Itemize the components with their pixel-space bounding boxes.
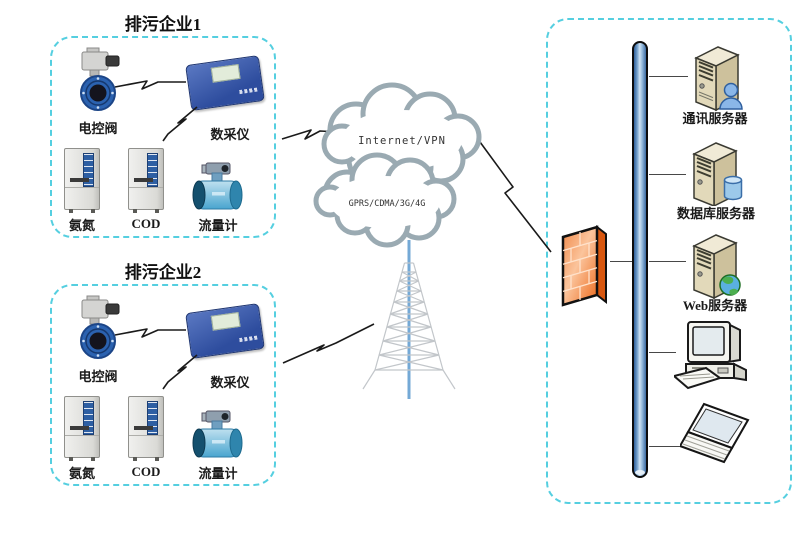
user-icon xyxy=(719,82,743,110)
lightning-link-icon xyxy=(282,323,375,364)
collector-screen xyxy=(210,63,241,83)
comm-server-label: 通讯服务器 xyxy=(682,111,748,126)
web-server-icon xyxy=(692,234,741,300)
internet-cloud-label: Internet/VPN xyxy=(358,135,446,147)
globe-icon xyxy=(719,274,741,296)
flowmeter-label: 流量计 xyxy=(198,466,238,481)
enterprise2-box xyxy=(50,284,276,486)
valve-icon xyxy=(80,295,120,359)
flowmeter-label: 流量计 xyxy=(198,218,238,233)
lightning-link-icon xyxy=(479,141,552,253)
ammonia-label: 氨氮 xyxy=(68,218,95,233)
flow-meter-icon xyxy=(192,162,243,210)
connector-line xyxy=(649,261,686,262)
cod-label: COD xyxy=(131,464,161,479)
firewall-icon xyxy=(561,224,607,307)
communication-server-icon xyxy=(694,46,743,112)
laptop-icon xyxy=(680,402,750,464)
connector-line xyxy=(610,261,632,262)
enterprise2-title: 排污企业2 xyxy=(124,263,202,282)
connector-line xyxy=(649,446,680,447)
network-bus xyxy=(632,41,648,478)
lightning-link-icon xyxy=(281,129,339,140)
connector-line xyxy=(649,76,688,77)
enterprise1-title: 排污企业1 xyxy=(124,15,202,34)
database-server-icon xyxy=(692,142,743,206)
internet-cloud-icon: Internet/VPN xyxy=(321,82,482,194)
collector-buttons xyxy=(239,87,258,95)
connector-line xyxy=(649,352,676,353)
ammonia-analyzer-icon xyxy=(64,396,100,461)
radio-tower-icon xyxy=(362,240,456,399)
desktop-computer-icon xyxy=(674,321,747,390)
database-icon xyxy=(723,175,743,201)
cod-label: COD xyxy=(131,216,161,231)
datacenter-box xyxy=(546,18,792,504)
wireless-cloud-icon: GPRS/CDMA/3G/4G xyxy=(313,152,457,248)
valve-icon xyxy=(80,47,120,111)
valve-label: 电控阀 xyxy=(78,121,118,136)
ammonia-label: 氨氮 xyxy=(68,466,95,481)
web-server-label: Web服务器 xyxy=(682,298,748,313)
cod-analyzer-icon xyxy=(128,148,164,213)
db-server-label: 数据库服务器 xyxy=(676,206,755,221)
flow-meter-icon xyxy=(192,410,243,458)
collector-label: 数采仪 xyxy=(210,127,250,142)
wireless-cloud-label: GPRS/CDMA/3G/4G xyxy=(349,199,426,209)
valve-label: 电控阀 xyxy=(78,369,118,384)
enterprise1-box xyxy=(50,36,276,238)
collector-label: 数采仪 xyxy=(210,375,250,390)
connector-line xyxy=(649,174,686,175)
cod-analyzer-icon xyxy=(128,396,164,461)
ammonia-analyzer-icon xyxy=(64,148,100,213)
